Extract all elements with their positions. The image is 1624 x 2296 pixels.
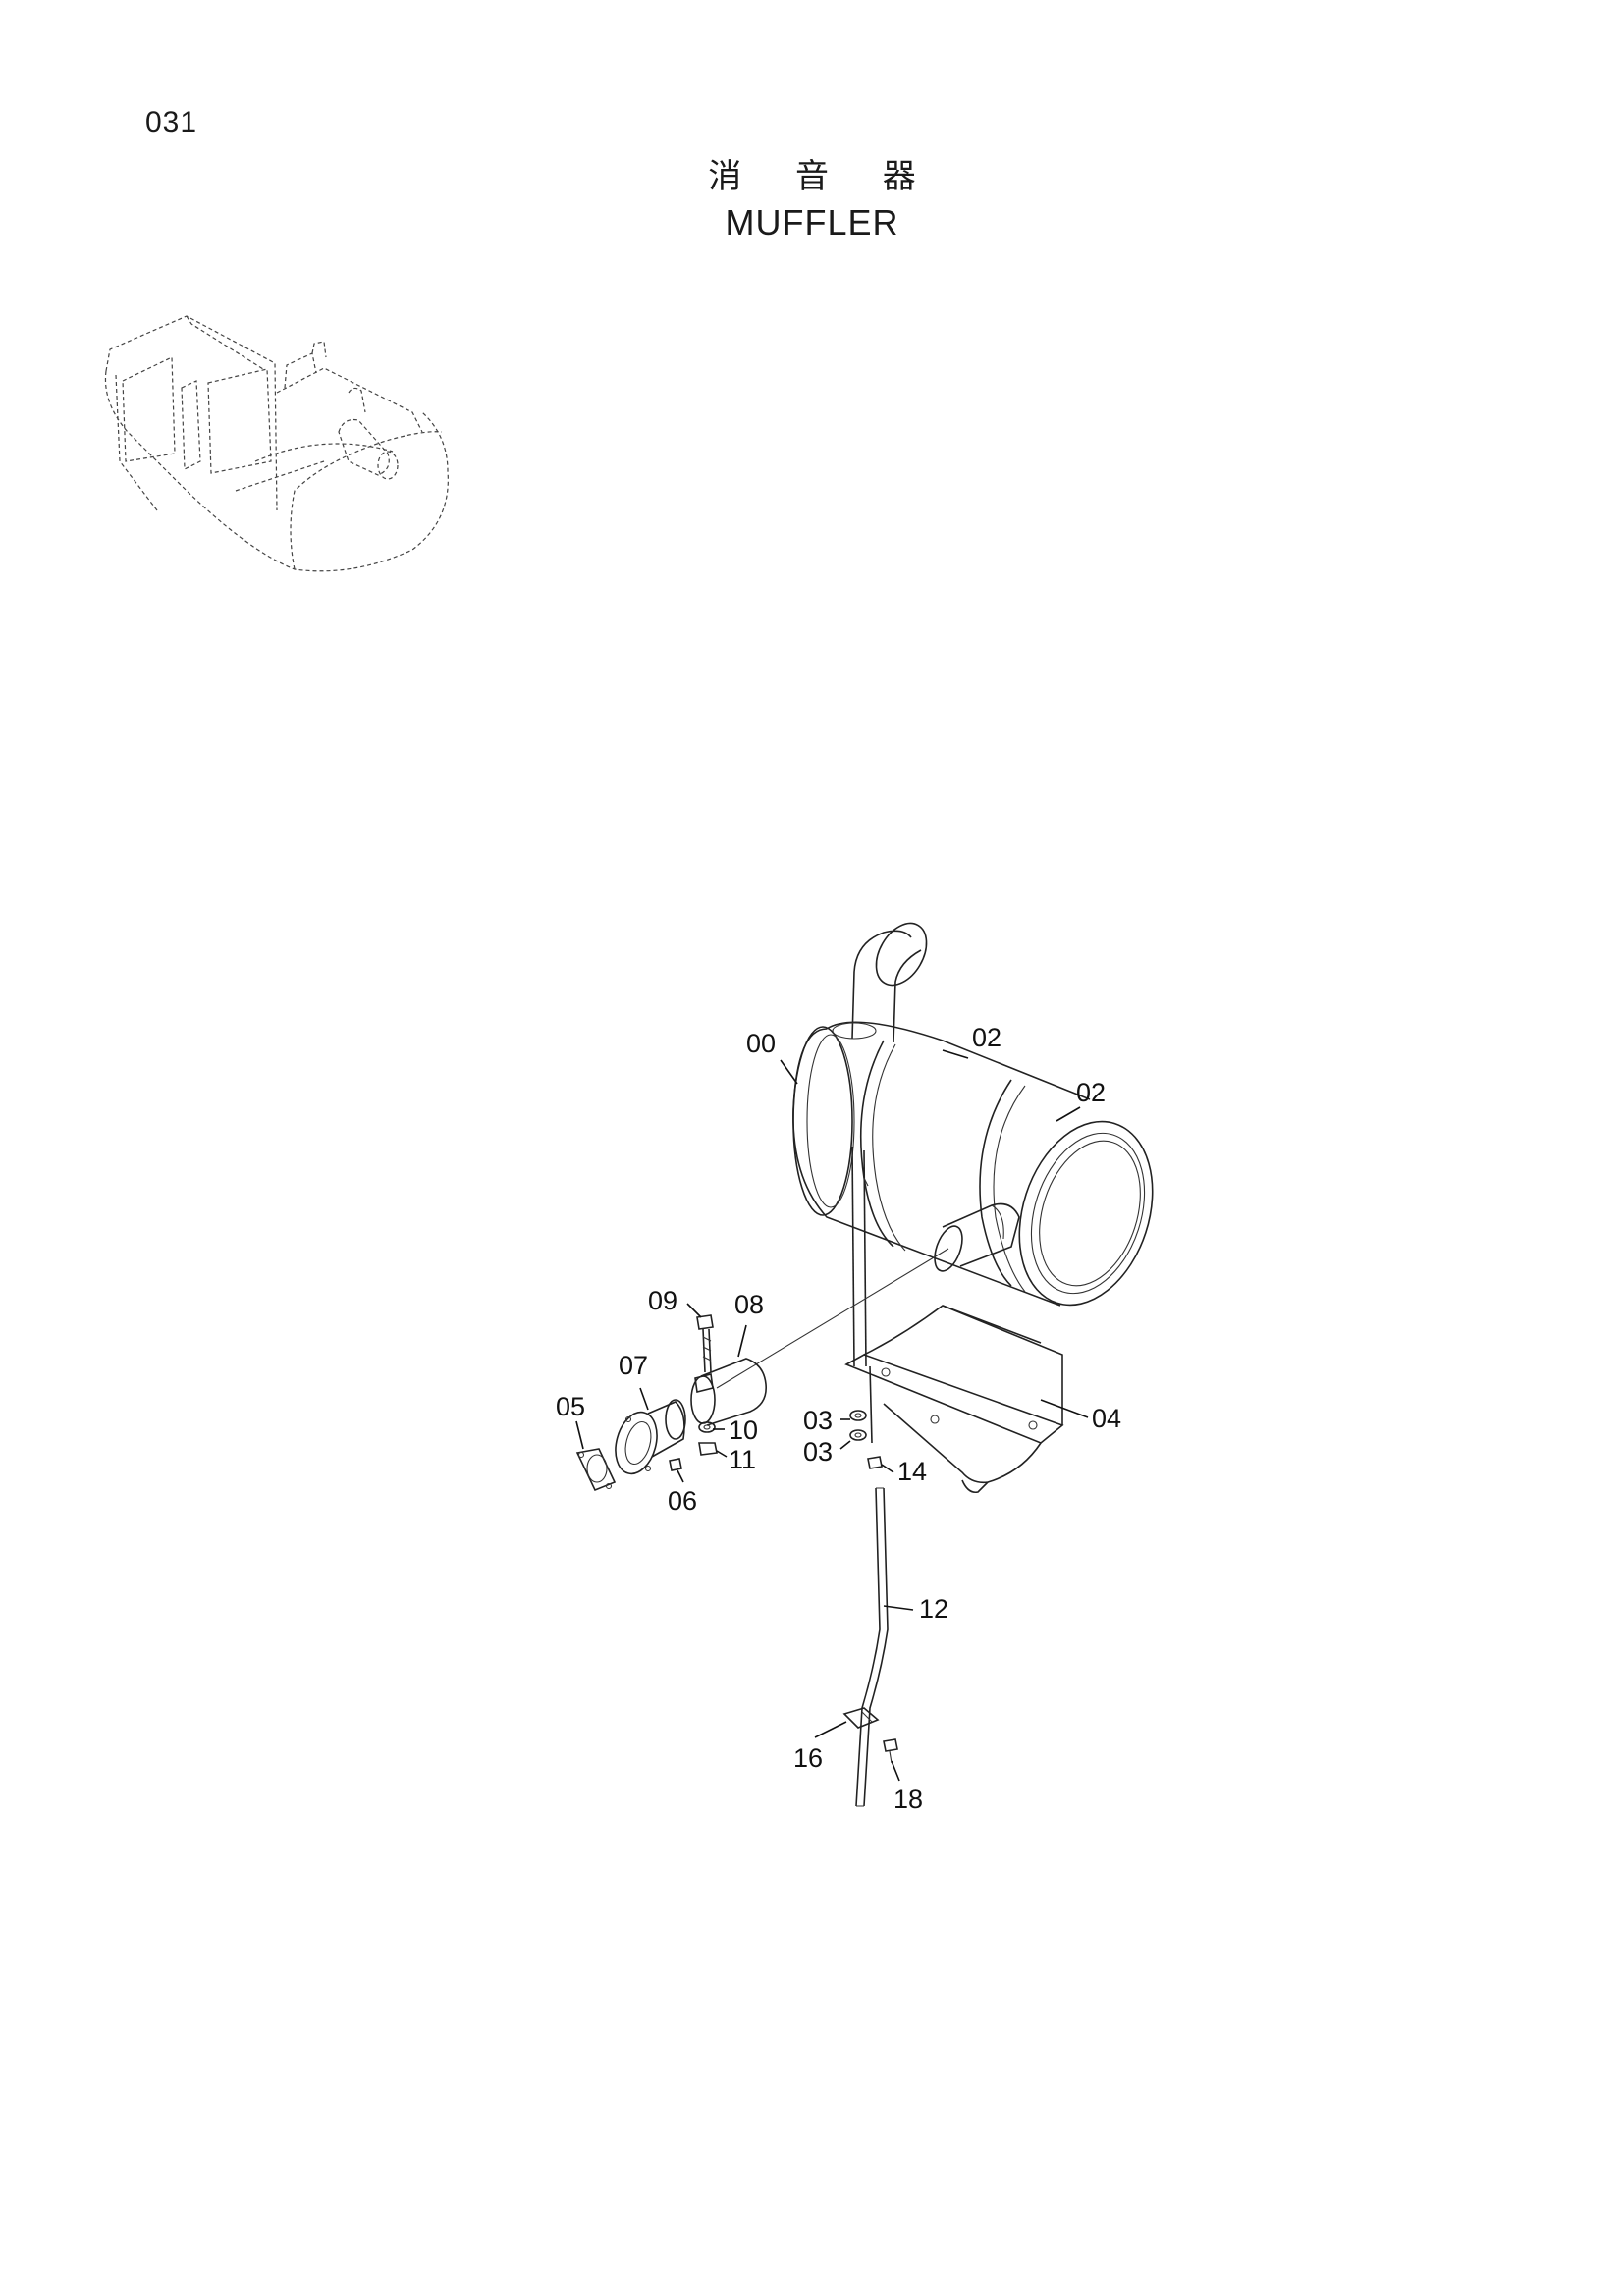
bolt-09 — [696, 1314, 714, 1373]
callout-07: 07 — [619, 1351, 648, 1380]
callout-16: 16 — [793, 1743, 823, 1773]
callout-02-lower: 02 — [1076, 1078, 1106, 1107]
callout-12: 12 — [919, 1594, 948, 1624]
gasket-05 — [575, 1448, 617, 1492]
washer-10 — [698, 1421, 716, 1433]
stay-rod-12 — [855, 1365, 889, 1807]
page-number: 031 — [145, 106, 198, 138]
muffler-bracket — [844, 1305, 1064, 1494]
clip-16 — [842, 1707, 880, 1729]
callout-14: 14 — [897, 1457, 927, 1486]
muffler-body — [792, 922, 1154, 1367]
nut-11 — [698, 1442, 718, 1456]
callout-06: 06 — [668, 1486, 697, 1516]
callout-08: 08 — [734, 1290, 764, 1319]
washer-03-lower — [849, 1429, 867, 1441]
callouts: 00 02 02 04 09 08 07 05 10 11 06 03 03 1… — [556, 1023, 1121, 1814]
callout-03-lower: 03 — [803, 1437, 833, 1467]
excavator-locator-icon — [104, 315, 449, 572]
washer-03-upper — [849, 1410, 867, 1421]
bolt-18 — [883, 1738, 898, 1764]
nut-06 — [669, 1458, 682, 1471]
leader-lines — [575, 1049, 1089, 1782]
title-chinese: 消 音 器 — [708, 157, 938, 196]
title-english: MUFFLER — [725, 202, 899, 242]
callout-18: 18 — [893, 1785, 923, 1814]
pipe-07 — [615, 1399, 686, 1475]
callout-03-upper: 03 — [803, 1406, 833, 1435]
callout-00: 00 — [746, 1029, 776, 1058]
callout-11: 11 — [729, 1445, 756, 1474]
assembly-centerline — [716, 1248, 949, 1389]
callout-02-upper: 02 — [972, 1023, 1001, 1052]
callout-04: 04 — [1092, 1404, 1121, 1433]
callout-09: 09 — [648, 1286, 677, 1315]
nut-14 — [867, 1456, 883, 1469]
callout-10: 10 — [729, 1415, 758, 1445]
callout-05: 05 — [556, 1392, 585, 1421]
